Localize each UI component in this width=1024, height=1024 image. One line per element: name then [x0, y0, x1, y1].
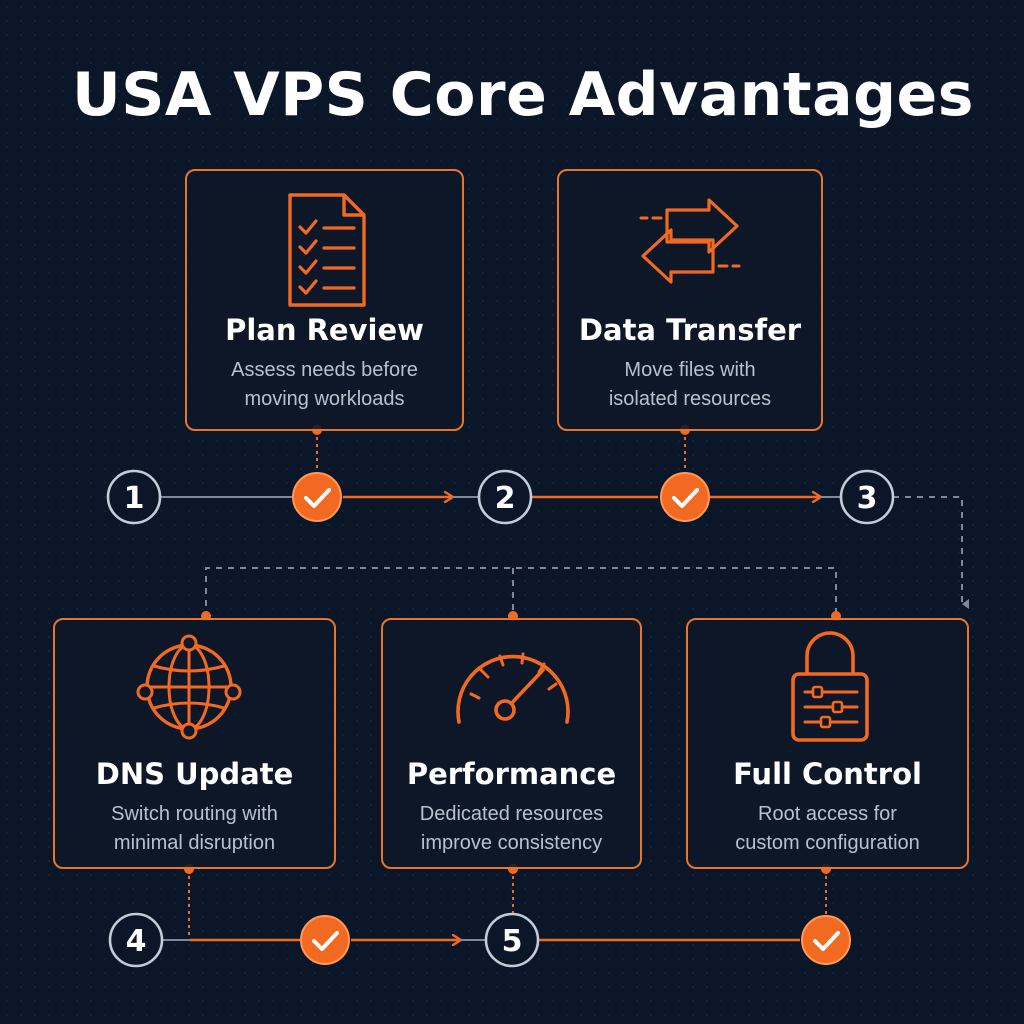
- card-title: Performance: [406, 757, 617, 791]
- transfer-arrows-icon: [639, 198, 741, 284]
- page-title: USA VPS Core Advantages: [72, 60, 974, 130]
- card-description-line: Move files with: [624, 359, 756, 381]
- card-description: Assess needs before moving workloads: [193, 356, 456, 414]
- card-description-line: Root access for: [758, 803, 897, 825]
- card-description-line: minimal disruption: [113, 832, 276, 854]
- checklist-icon: [288, 193, 366, 307]
- step-number: 3: [857, 481, 878, 516]
- step-node: 3: [839, 469, 895, 525]
- step-node: 1: [106, 469, 162, 525]
- card-description: Switch routing with minimal disruption: [61, 800, 328, 858]
- card-full-control: Full Control Root access for custom conf…: [686, 618, 969, 869]
- card-description-line: Switch routing with: [111, 803, 278, 825]
- check-icon: [660, 472, 710, 522]
- card-description-line: moving workloads: [244, 388, 405, 410]
- card-description-line: improve consistency: [420, 832, 603, 854]
- step-number: 5: [502, 924, 523, 959]
- card-dns-update: DNS Update Switch routing with minimal d…: [53, 618, 336, 869]
- check-icon: [292, 472, 342, 522]
- speedometer-icon: [456, 652, 570, 724]
- step-node: 5: [484, 912, 540, 968]
- card-description-line: Dedicated resources: [419, 803, 604, 825]
- step-number: 1: [124, 481, 145, 516]
- card-title: Plan Review: [225, 313, 424, 347]
- card-description: Root access for custom configuration: [694, 800, 961, 858]
- card-data-transfer: Data Transfer Move files with isolated r…: [557, 169, 823, 431]
- card-title: DNS Update: [95, 757, 294, 791]
- card-description: Move files with isolated resources: [565, 356, 815, 414]
- card-title: Full Control: [733, 757, 922, 791]
- step-number: 2: [495, 481, 516, 516]
- card-description-line: Assess needs before: [231, 359, 418, 381]
- card-performance: Performance Dedicated resources improve …: [381, 618, 642, 869]
- dashed-bus: [205, 567, 837, 618]
- step-node: 4: [108, 912, 164, 968]
- step-node: 2: [477, 469, 533, 525]
- card-description-line: isolated resources: [608, 388, 772, 410]
- check-icon: [801, 915, 851, 965]
- globe-icon: [136, 634, 242, 740]
- card-description-line: custom configuration: [735, 832, 920, 854]
- card-description: Dedicated resources improve consistency: [389, 800, 634, 858]
- lock-sliders-icon: [791, 631, 869, 742]
- card-title: Data Transfer: [578, 313, 802, 347]
- step-number: 4: [126, 924, 147, 959]
- card-plan-review: Plan Review Assess needs before moving w…: [185, 169, 464, 431]
- check-icon: [300, 915, 350, 965]
